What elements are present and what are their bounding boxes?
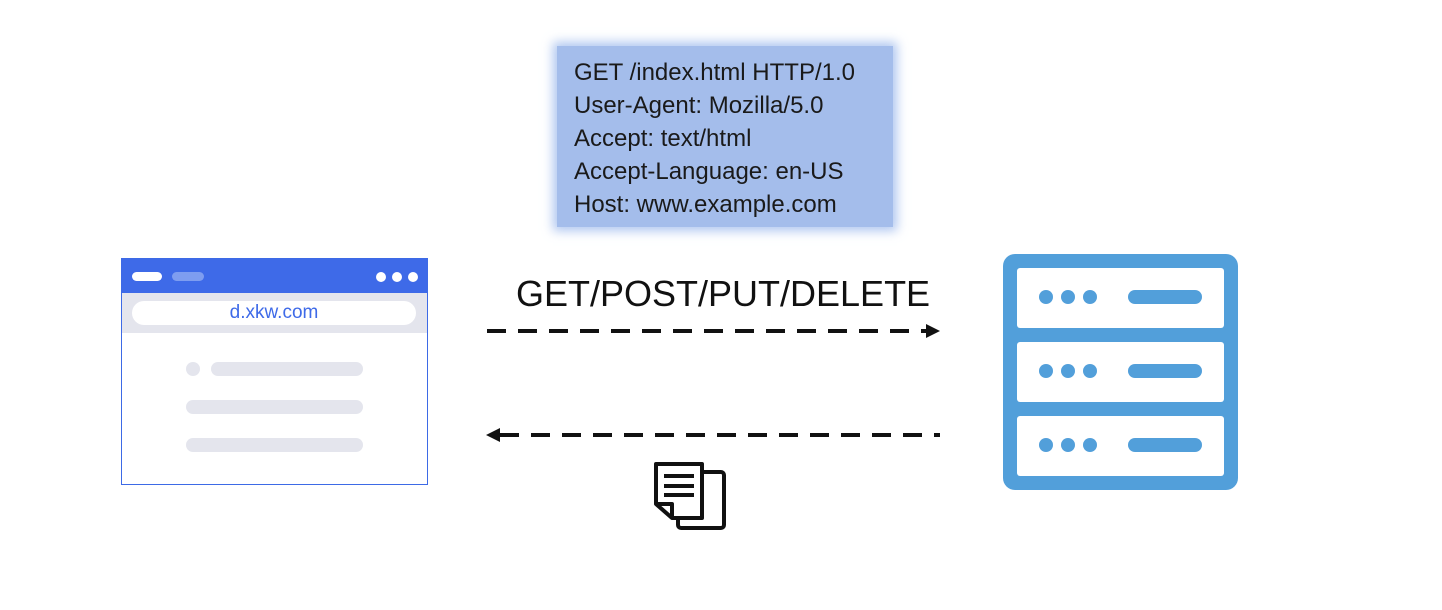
request-header-box: GET /index.html HTTP/1.0 User-Agent: Moz… xyxy=(557,46,893,227)
server-led xyxy=(1083,364,1097,378)
window-control-dot xyxy=(376,272,386,282)
server-led xyxy=(1061,290,1075,304)
server-slot xyxy=(1128,290,1202,304)
content-placeholder-line xyxy=(211,362,363,376)
browser-address-bar: d.xkw.com xyxy=(122,293,427,333)
server-led xyxy=(1083,438,1097,452)
http-methods-label: GET/POST/PUT/DELETE xyxy=(516,273,931,314)
request-header-accept-language: Accept-Language: en-US xyxy=(574,158,844,185)
content-placeholder-line xyxy=(186,400,363,414)
server-rack-icon xyxy=(1003,254,1238,490)
server-slot xyxy=(1128,364,1202,378)
browser-address-field: d.xkw.com xyxy=(132,301,416,325)
content-placeholder-dot xyxy=(186,362,200,376)
browser-titlebar xyxy=(122,259,427,293)
server-led xyxy=(1061,364,1075,378)
server-led xyxy=(1039,438,1053,452)
server-led xyxy=(1083,290,1097,304)
request-header-accept: Accept: text/html xyxy=(574,125,752,152)
window-control-dot xyxy=(408,272,418,282)
window-control-dot xyxy=(392,272,402,282)
browser-tab-indicator xyxy=(132,272,162,281)
server-led xyxy=(1039,290,1053,304)
request-arrowhead xyxy=(926,324,940,338)
request-line: GET /index.html HTTP/1.0 xyxy=(574,59,855,86)
request-header-host: Host: www.example.com xyxy=(574,191,837,218)
content-placeholder-line xyxy=(186,438,363,452)
response-arrowhead xyxy=(486,428,500,442)
browser-window-icon: d.xkw.com xyxy=(121,258,428,485)
server-led xyxy=(1061,438,1075,452)
server-led xyxy=(1039,364,1053,378)
document-stack-icon xyxy=(654,462,726,530)
browser-tab-indicator-inactive xyxy=(172,272,204,281)
server-unit xyxy=(1017,342,1224,402)
request-header-user-agent: User-Agent: Mozilla/5.0 xyxy=(574,92,824,119)
server-slot xyxy=(1128,438,1202,452)
server-unit xyxy=(1017,416,1224,476)
server-unit xyxy=(1017,268,1224,328)
